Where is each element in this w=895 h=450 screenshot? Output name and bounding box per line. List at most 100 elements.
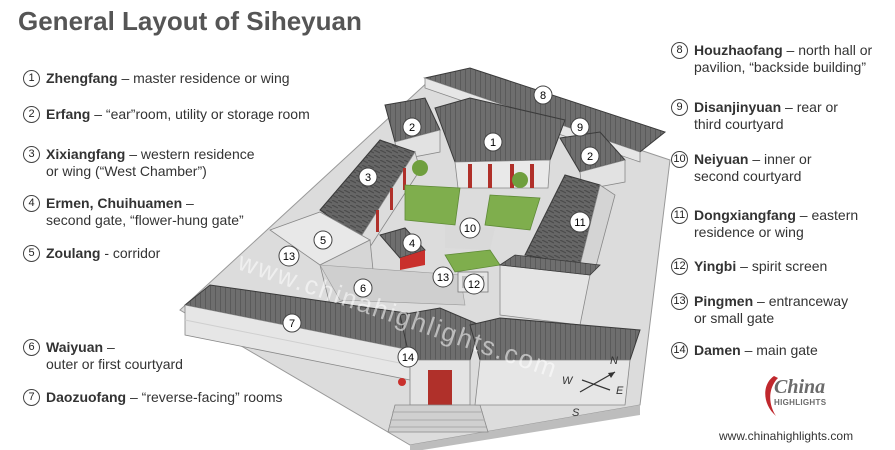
legend-term: Disanjinyuan	[694, 99, 782, 115]
legend-description: or small gate	[694, 310, 775, 326]
diagram-label-3: 3	[358, 167, 378, 187]
diagram-label-13-center: 13	[432, 266, 454, 288]
legend-number: 13	[671, 293, 688, 310]
compass-west: W	[562, 375, 574, 387]
legend-description: – master residence or wing	[121, 70, 290, 86]
diagram-label-2-right: 2	[580, 146, 600, 166]
svg-text:7: 7	[289, 318, 295, 330]
diagram-labels: 1 2 2 3 4 5 6 7 8 9 10 11 12 13 13 14	[278, 85, 600, 368]
legend-description: – entranceway	[757, 293, 849, 309]
svg-text:9: 9	[577, 122, 583, 134]
legend-term: Daozuofang	[46, 389, 127, 405]
compass-east: E	[616, 385, 624, 397]
diagram-label-4: 4	[402, 233, 422, 253]
svg-text:6: 6	[360, 283, 366, 295]
legend-left: 1 Zhengfang – master residence or wing 2…	[0, 0, 310, 450]
legend-description: – inner or	[752, 151, 812, 167]
legend-description: –	[186, 195, 194, 211]
svg-text:5: 5	[320, 235, 326, 247]
diagram-label-8: 8	[533, 85, 553, 105]
legend-description: – spirit screen	[740, 258, 828, 274]
legend-description: – “ear”room, utility or storage room	[94, 106, 310, 122]
legend-item-erfang: 2 Erfang – “ear”room, utility or storage…	[23, 106, 310, 123]
building-zhengfang	[434, 97, 566, 189]
china-highlights-logo: China HIGHLIGHTS	[760, 374, 840, 420]
svg-text:4: 4	[409, 238, 415, 250]
logo-word: China	[774, 376, 826, 398]
legend-term: Waiyuan	[46, 339, 104, 355]
legend-item-daozuofang: 7 Daozuofang – “reverse-facing” rooms	[23, 389, 283, 406]
legend-description: – north hall or	[786, 42, 873, 58]
legend-number: 14	[671, 342, 688, 359]
svg-text:1: 1	[490, 137, 496, 149]
legend-description: third courtyard	[694, 116, 784, 132]
svg-text:13: 13	[283, 251, 295, 263]
legend-number: 3	[23, 146, 40, 163]
legend-term: Erfang	[46, 106, 91, 122]
building-damen	[387, 307, 489, 433]
legend-term: Ermen, Chuihuamen	[46, 195, 183, 211]
website-link[interactable]: www.chinahighlights.com	[719, 429, 854, 443]
legend-description: - corridor	[104, 245, 161, 261]
legend-number: 7	[23, 389, 40, 406]
building-xixiangfang	[319, 139, 421, 251]
legend-number: 4	[23, 195, 40, 212]
svg-text:3: 3	[365, 172, 371, 184]
logo-swoosh-icon	[765, 376, 778, 416]
legend-description: – main gate	[744, 342, 818, 358]
legend-number: 1	[23, 70, 40, 87]
diagram-label-13-left: 13	[278, 245, 300, 267]
legend-description: second courtyard	[694, 168, 802, 184]
legend-item-ermen: 4 Ermen, Chuihuamen –second gate, “flowe…	[23, 195, 244, 229]
diagram-label-11: 11	[569, 211, 591, 233]
legend-description: – “reverse-facing” rooms	[130, 389, 283, 405]
legend-term: Yingbi	[694, 258, 737, 274]
legend-number: 11	[671, 207, 688, 224]
legend-term: Neiyuan	[694, 151, 749, 167]
legend-description: pavilion, “backside building”	[694, 59, 866, 75]
legend-term: Zhengfang	[46, 70, 118, 86]
legend-term: Xixiangfang	[46, 146, 126, 162]
compass-rose-icon: N S E W	[562, 355, 624, 419]
svg-text:8: 8	[540, 90, 546, 102]
legend-description: residence or wing	[694, 224, 804, 240]
legend-number: 10	[671, 151, 688, 168]
legend-number: 12	[671, 258, 688, 275]
legend-term: Pingmen	[694, 293, 754, 309]
svg-text:14: 14	[402, 352, 414, 364]
diagram-label-1: 1	[483, 132, 503, 152]
diagram-label-9: 9	[570, 117, 590, 137]
diagram-label-12: 12	[463, 273, 485, 295]
diagram-label-14: 14	[397, 346, 419, 368]
legend-item-zoulang: 5 Zoulang - corridor	[23, 245, 160, 262]
legend-description: – rear or	[785, 99, 838, 115]
legend-description: – western residence	[129, 146, 255, 162]
svg-text:10: 10	[464, 223, 476, 235]
legend-term: Damen	[694, 342, 741, 358]
legend-number: 6	[23, 339, 40, 356]
legend-number: 5	[23, 245, 40, 262]
compass-north: N	[610, 355, 618, 367]
courtyard-neiyuan	[404, 160, 541, 250]
svg-text:2: 2	[587, 151, 593, 163]
page-title: General Layout of Siheyuan	[18, 6, 362, 36]
legend-number: 9	[671, 99, 688, 116]
legend-description: –	[106, 339, 115, 355]
svg-text:2: 2	[409, 122, 415, 134]
building-dongxiangfang	[524, 174, 616, 271]
legend-item-waiyuan: 6 Waiyuan –outer or first courtyard	[23, 339, 183, 373]
diagram-label-5: 5	[313, 230, 333, 250]
legend-item-damen: 14 Damen – main gate	[671, 342, 818, 359]
legend-term: Dongxiangfang	[694, 207, 796, 223]
svg-text:11: 11	[574, 217, 585, 229]
siheyuan-illustration: 1 2 2 3 4 5 6 7 8 9 10 11 12 13 13 14	[179, 67, 671, 450]
building-south-east	[469, 317, 641, 406]
legend-item-yingbi: 12 Yingbi – spirit screen	[671, 258, 827, 275]
